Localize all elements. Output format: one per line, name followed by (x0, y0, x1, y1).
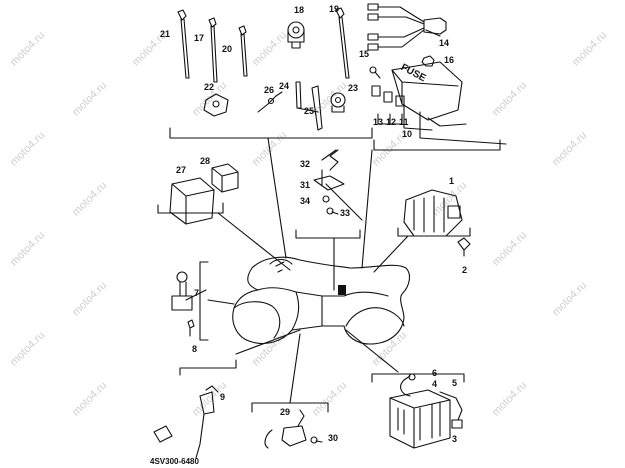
callout-20: 20 (222, 44, 233, 54)
part-29-relay (264, 409, 307, 449)
part-4-cable (400, 375, 411, 397)
part-14-harness (367, 3, 447, 51)
fuse-box (391, 61, 507, 145)
callout-28: 28 (200, 156, 211, 166)
callout-23: 23 (348, 83, 359, 93)
callout-9: 9 (220, 392, 226, 402)
callout-27: 27 (176, 165, 187, 175)
part-31-switch (313, 169, 363, 221)
callout-15: 15 (359, 49, 370, 59)
part-17-tie (208, 17, 218, 83)
callout-25: 25 (304, 106, 315, 116)
callout-34: 34 (300, 196, 311, 206)
callout-5: 5 (452, 378, 458, 388)
part-19-tie (335, 7, 350, 79)
callout-22: 22 (204, 82, 215, 92)
callout-11: 11 (399, 117, 409, 127)
part-24-strip (295, 81, 319, 113)
group-brackets (157, 127, 501, 413)
callout-7: 7 (194, 288, 200, 298)
part-1-regulator (403, 189, 463, 237)
part-3-battery (389, 389, 451, 449)
part-26-sensor (257, 91, 283, 113)
part-20-tie (238, 25, 248, 77)
callout-13: 13 (373, 117, 384, 127)
callout-12: 12 (386, 117, 397, 127)
part-8-screw (187, 319, 195, 337)
part-5-cable (439, 391, 463, 429)
callout-26: 26 (264, 85, 275, 95)
part-27-relay (169, 177, 215, 225)
part-22-holder (203, 93, 229, 117)
part-23-clamp (330, 92, 346, 113)
part-34-washer (322, 195, 330, 203)
callout-24: 24 (279, 81, 290, 91)
part-30-screw (310, 436, 323, 444)
part-2-bolt (457, 237, 471, 257)
callout-29: 29 (280, 407, 291, 417)
callout-18: 18 (294, 5, 305, 15)
callout-16: 16 (444, 55, 455, 65)
part-18-clamp (287, 21, 305, 49)
callout-33: 33 (340, 208, 351, 218)
part-28-relay (211, 163, 239, 193)
part-21-tie (177, 9, 190, 79)
callout-1: 1 (449, 176, 455, 186)
callout-14: 14 (439, 38, 450, 48)
callout-2: 2 (462, 265, 468, 275)
callout-6: 6 (432, 368, 438, 378)
callout-32: 32 (300, 159, 311, 169)
callout-4: 4 (432, 379, 438, 389)
callout-30: 30 (328, 433, 339, 443)
part-7-switch (171, 271, 207, 311)
part-9-switch (153, 385, 219, 459)
part-6-bolt (408, 373, 416, 381)
fuses-11-12-13 (371, 85, 405, 125)
callout-17: 17 (194, 33, 205, 43)
callout-8: 8 (192, 344, 198, 354)
callout-31: 31 (300, 180, 311, 190)
motorcycle-outline (232, 256, 411, 345)
callout-19: 19 (329, 4, 340, 14)
part-16-nut (421, 55, 435, 67)
diagram-code: 4SV300-6480 (150, 457, 199, 466)
callout-3: 3 (452, 434, 458, 444)
part-25-strip (311, 85, 323, 131)
part-32-wire (321, 149, 339, 171)
part-33-screw (326, 207, 339, 215)
callout-10: 10 (402, 129, 413, 139)
callout-21: 21 (160, 29, 171, 39)
part-15-screw (369, 66, 381, 79)
leader-lines (207, 137, 409, 404)
